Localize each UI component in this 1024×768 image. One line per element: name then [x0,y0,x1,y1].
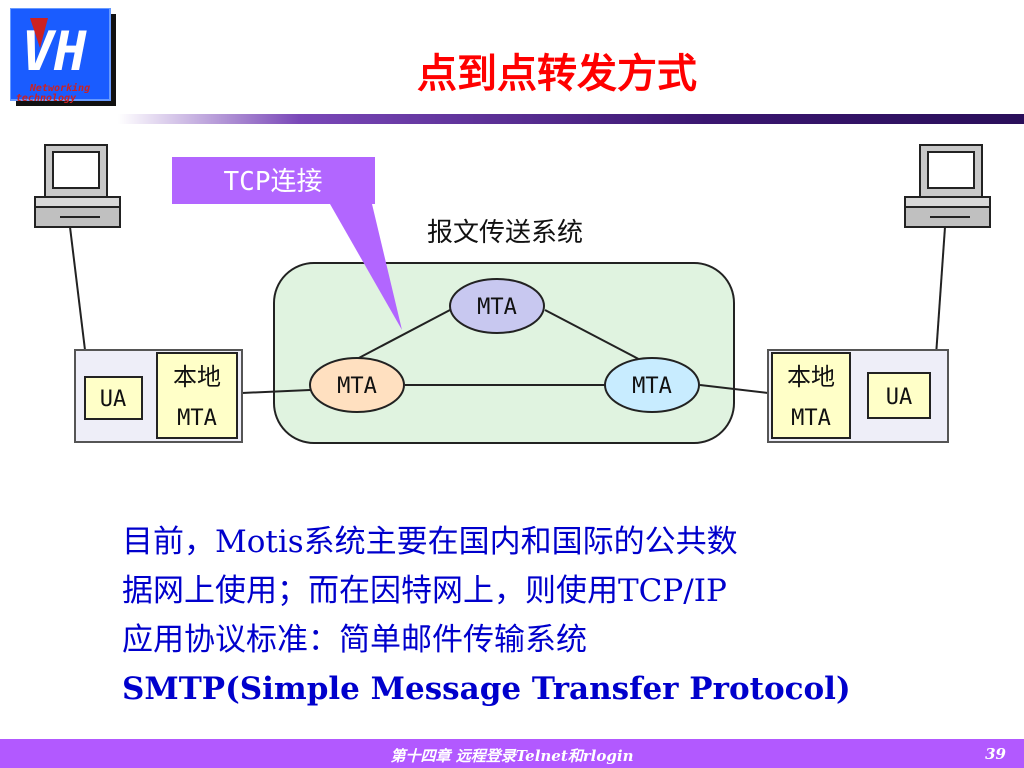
body-line-2: 据网上使用；而在因特网上，则使用TCP/IP [122,573,727,609]
right-ua-label: UA [886,385,913,410]
mta-left-node [309,357,405,413]
right-local-label-2: MTA [791,406,831,431]
left-local-mta-box [156,352,238,439]
slide-title: 点到点转发方式 [417,51,697,97]
logo-caption-1: Networking [29,82,90,94]
tcp-callout-label: TCP连接 [224,167,323,197]
title-divider [118,114,1024,124]
right-local-label-1: 本地 [787,363,835,391]
logo-caption-2: technology [16,93,77,104]
page-number: 39 [985,745,1006,763]
right-ua-box [867,372,931,419]
mta-right-node [604,357,700,413]
footer-bar [0,739,1024,768]
mta-right-label: MTA [632,374,672,399]
vh-logo: VH Networking technology [10,8,116,106]
logo-letters: VH [21,20,87,83]
body-line-1: 目前，Motis系统主要在国内和国际的公共数 [122,524,738,560]
left-ua-box [84,376,143,420]
body-line-4: SMTP(Simple Message Transfer Protocol) [122,671,851,707]
left-computer-icon [34,144,121,228]
system-label: 报文传送系统 [427,218,583,248]
left-local-label-1: 本地 [173,363,221,391]
tcp-callout: TCP连接 [172,157,402,330]
mta-top-node [449,278,545,334]
right-local-mta-box [771,352,851,439]
left-ua-label: UA [100,387,127,412]
body-paragraph: 目前，Motis系统主要在国内和国际的公共数 据网上使用；而在因特网上，则使用T… [122,518,922,714]
mta-left-label: MTA [337,374,377,399]
left-local-label-2: MTA [177,406,217,431]
mail-system-diagram: 报文传送系统 MTA MTA MTA UA 本地 MTA 本地 MTA UA T… [34,144,991,444]
right-computer-icon [904,144,991,228]
body-line-3: 应用协议标准：简单邮件传输系统 [122,622,587,658]
mta-top-label: MTA [477,295,517,320]
footer-chapter: 第十四章 远程登录Telnet和rlogin [390,747,634,765]
